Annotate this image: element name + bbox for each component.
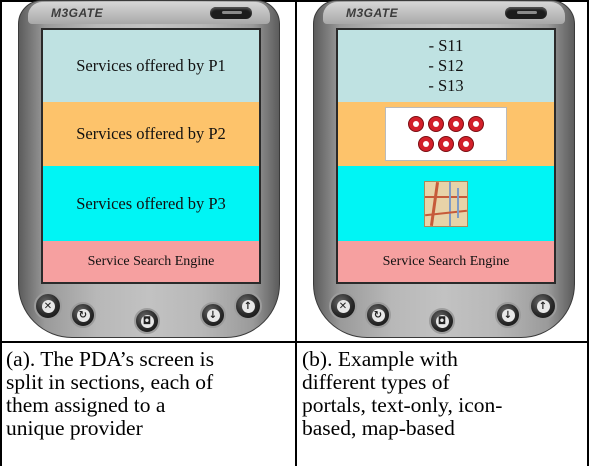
cart-icon[interactable] (418, 136, 434, 152)
pda-brand-logo: M3GATE (346, 6, 399, 20)
close-button[interactable]: ✕ (329, 292, 357, 320)
table-border-top (0, 0, 589, 2)
pda-device-b: M3GATE - S11 - S12 - S13 (313, 0, 575, 338)
table-border-right (587, 0, 589, 466)
globe-icon[interactable] (468, 116, 484, 132)
down-button[interactable]: ↓ (200, 302, 226, 328)
stylus-icon (505, 7, 547, 19)
camera-button[interactable]: ◘ (134, 308, 160, 334)
section-p3-label: Services offered by P3 (76, 193, 226, 213)
phone-icon[interactable] (428, 116, 444, 132)
map-road (449, 181, 451, 226)
rotate-icon: ↻ (371, 308, 385, 322)
camera-button[interactable]: ◘ (429, 308, 455, 334)
service-search-engine[interactable]: Service Search Engine (43, 241, 259, 282)
down-arrow-icon: ↓ (206, 308, 220, 322)
pda-screen-b: - S11 - S12 - S13 (336, 28, 556, 284)
apple-icon[interactable] (408, 116, 424, 132)
section-p2-label: Services offered by P2 (76, 124, 226, 143)
map-road (457, 187, 459, 218)
pda-screen-a: Services offered by P1 Services offered … (41, 28, 261, 284)
service-list: - S11 - S12 - S13 (428, 36, 463, 96)
table-border-middle (295, 0, 297, 466)
rotate-button[interactable]: ↻ (365, 302, 391, 328)
up-button[interactable]: ↑ (529, 292, 557, 320)
section-p2[interactable]: Services offered by P2 (43, 102, 259, 167)
rotate-icon: ↻ (76, 308, 90, 322)
section-p1-label: Services offered by P1 (76, 56, 226, 75)
stylus-icon (210, 7, 252, 19)
close-icon: ✕ (41, 299, 55, 313)
up-arrow-icon: ↑ (241, 299, 255, 313)
pda-top-bezel (323, 2, 565, 24)
down-button[interactable]: ↓ (495, 302, 521, 328)
map-road (425, 195, 467, 198)
service-search-engine-label: Service Search Engine (87, 253, 215, 269)
pda-hardware-buttons: ✕ ↻ ◘ ↓ ↑ (319, 288, 569, 334)
down-arrow-icon: ↓ (501, 308, 515, 322)
pda-device-a: M3GATE Services offered by P1 Services o… (18, 0, 280, 338)
bike-icon[interactable] (438, 136, 454, 152)
service-item-s13[interactable]: - S13 (428, 76, 464, 95)
pda-hardware-buttons: ✕ ↻ ◘ ↓ ↑ (24, 288, 274, 334)
text-portal-section[interactable]: - S11 - S12 - S13 (338, 30, 554, 103)
close-button[interactable]: ✕ (34, 292, 62, 320)
map-thumbnail[interactable] (424, 180, 468, 227)
service-search-engine-label: Service Search Engine (382, 253, 510, 269)
table-row-divider (0, 341, 589, 343)
camera-icon: ◘ (140, 314, 154, 328)
table-border-left (0, 0, 2, 466)
up-button[interactable]: ↑ (234, 292, 262, 320)
rotate-button[interactable]: ↻ (70, 302, 96, 328)
pda-top-bezel (28, 2, 270, 24)
map-road (429, 181, 440, 226)
pda-brand-logo: M3GATE (51, 6, 104, 20)
section-p1[interactable]: Services offered by P1 (43, 30, 259, 103)
section-p3[interactable]: Services offered by P3 (43, 166, 259, 242)
icon-portal-section (338, 102, 554, 167)
caption-a: (a). The PDA’s screen is split in sectio… (6, 347, 214, 440)
icon-row-1 (408, 116, 484, 132)
service-item-s12[interactable]: - S12 (428, 56, 464, 75)
map-portal-section (338, 166, 554, 242)
service-search-engine[interactable]: Service Search Engine (338, 241, 554, 282)
camera-icon: ◘ (435, 314, 449, 328)
close-icon: ✕ (336, 299, 350, 313)
icon-portal-panel (385, 107, 507, 161)
service-item-s11[interactable]: - S11 (428, 36, 464, 55)
info-icon[interactable] (458, 136, 474, 152)
up-arrow-icon: ↑ (536, 299, 550, 313)
refresh-icon[interactable] (448, 116, 464, 132)
caption-b: (b). Example with different types of por… (302, 347, 503, 440)
icon-row-2 (418, 136, 474, 152)
